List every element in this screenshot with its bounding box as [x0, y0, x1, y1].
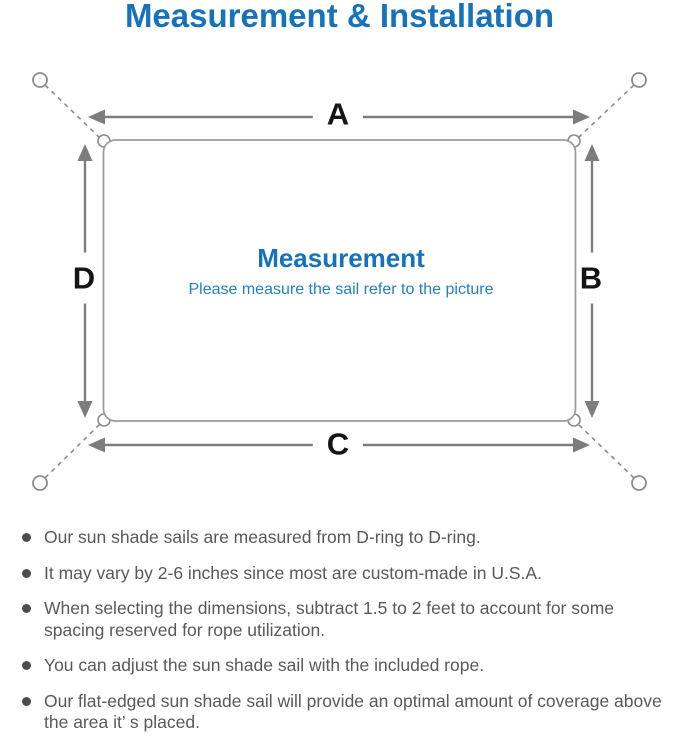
bullet-icon — [22, 568, 31, 578]
rope-dashed-line-bottom-right — [577, 423, 635, 479]
edge-label-a: A — [312, 96, 364, 132]
anchor-ring-bottom-left — [32, 475, 48, 491]
note-text: Our sun shade sails are measured from D-… — [44, 527, 481, 547]
note-text: It may vary by 2-6 inches since most are… — [44, 562, 542, 583]
diagram-center-text: Measurement Please measure the sail refe… — [110, 243, 572, 299]
anchor-ring-bottom-right — [631, 475, 647, 491]
list-item: Our sun shade sails are measured from D-… — [20, 527, 670, 549]
rope-dashed-line-bottom-left — [44, 423, 101, 479]
measurement-heading: Measurement — [257, 243, 425, 273]
edge-label-c: C — [312, 426, 364, 462]
sail-outline — [102, 139, 577, 422]
anchor-ring-top-right — [631, 72, 647, 88]
page-title: Measurement & Installation — [124, 0, 555, 34]
note-text: Our flat-edged sun shade sail will provi… — [44, 690, 662, 733]
bullet-icon — [22, 604, 31, 613]
edge-label-d: D — [69, 252, 99, 304]
bullet-icon — [22, 696, 31, 706]
list-item: Our flat-edged sun shade sail will provi… — [20, 691, 670, 734]
sail-measurement-diagram — [32, 72, 647, 491]
list-item: When selecting the dimensions, subtract … — [20, 598, 670, 641]
edge-label-b: B — [576, 252, 606, 304]
anchor-ring-top-left — [32, 72, 48, 88]
list-item: You can adjust the sun shade sail with t… — [20, 655, 670, 677]
rope-dashed-line-top-right — [577, 84, 635, 139]
note-text: You can adjust the sun shade sail with t… — [44, 655, 485, 675]
rope-dashed-line-top-left — [44, 84, 101, 139]
bullet-icon — [22, 533, 31, 542]
bullet-icon — [22, 661, 31, 670]
list-item: It may vary by 2-6 inches since most are… — [20, 563, 670, 585]
notes-list: Our sun shade sails are measured from D-… — [20, 527, 670, 734]
note-text: When selecting the dimensions, subtract … — [44, 598, 615, 640]
measurement-subheading: Please measure the sail refer to the pic… — [188, 281, 494, 298]
